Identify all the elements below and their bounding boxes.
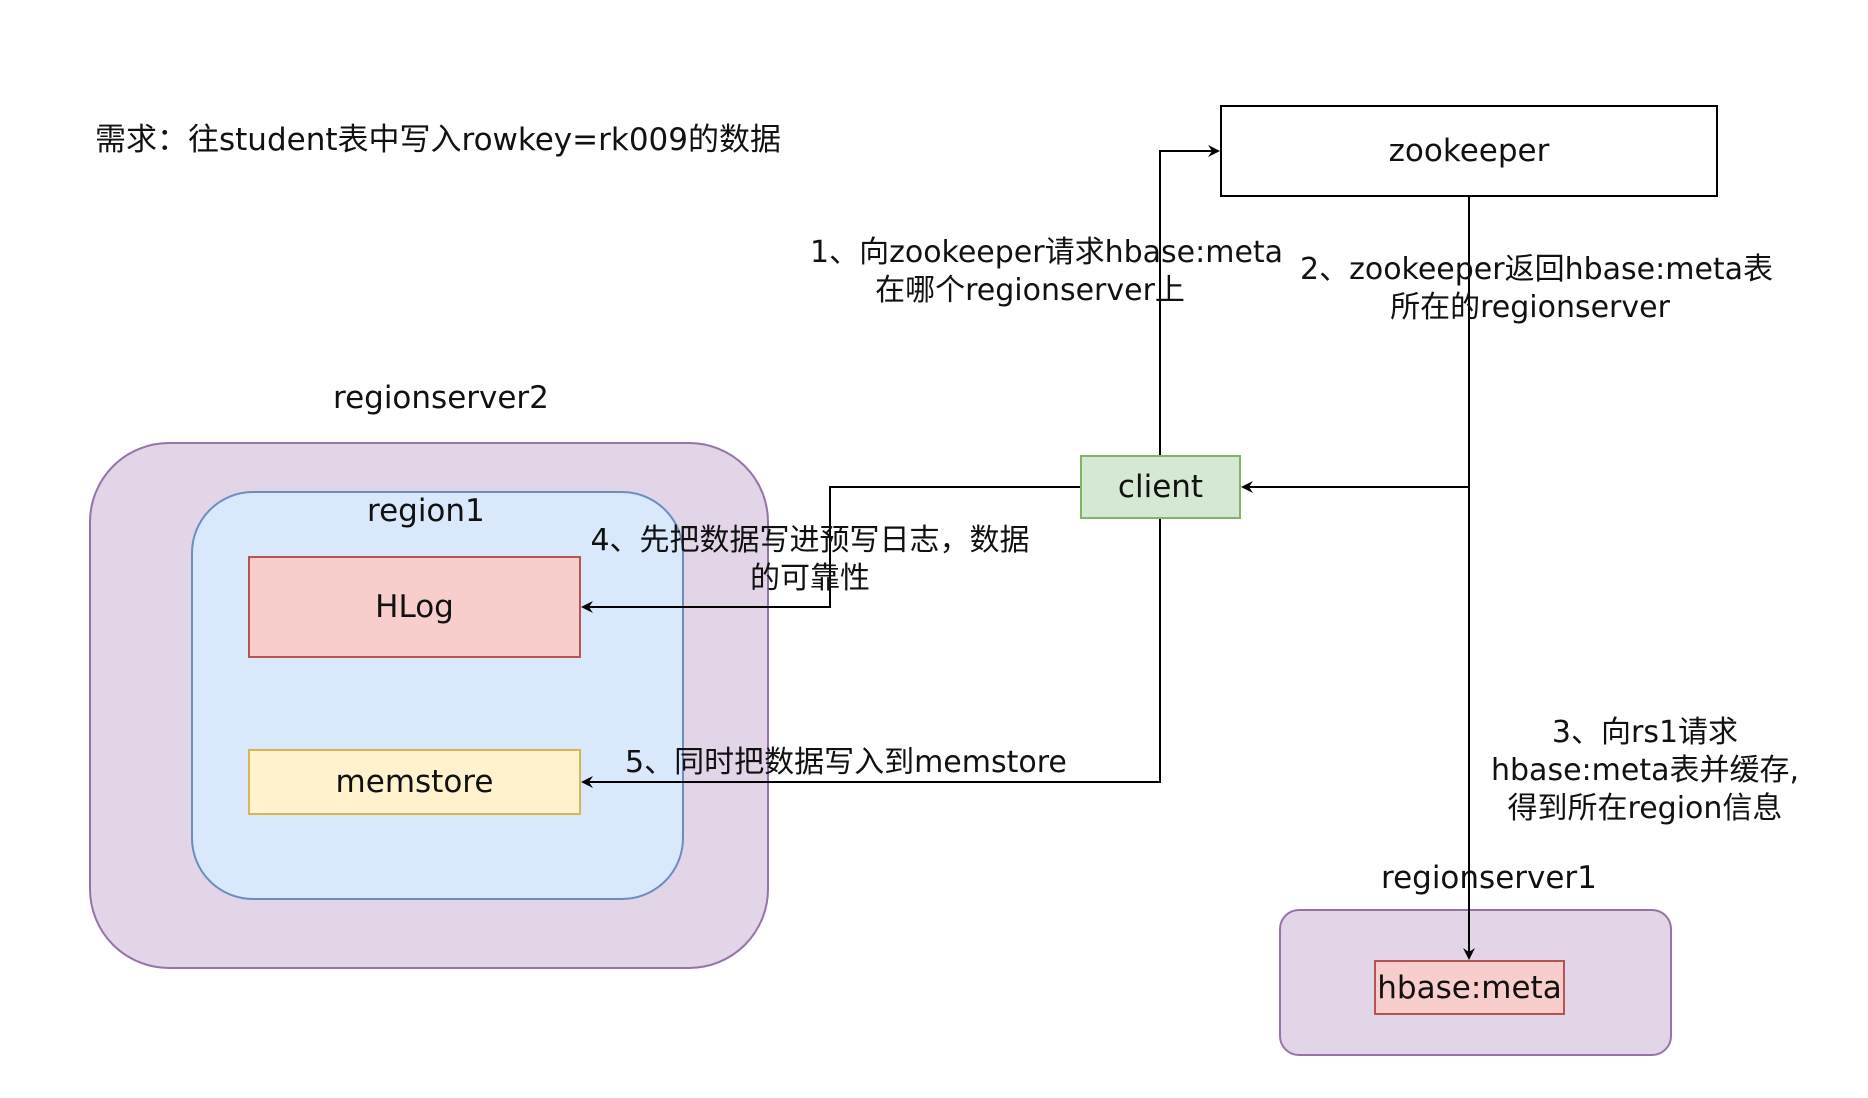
step4-line1: 4、先把数据写进预写日志，数据 bbox=[590, 523, 1030, 558]
zookeeper-box[interactable]: zookeeper bbox=[1220, 105, 1718, 197]
regionserver1-label: regionserver1 bbox=[1381, 860, 1597, 896]
step3-label: 3、向rs1请求 hbase:meta表并缓存, 得到所在region信息 bbox=[1480, 714, 1810, 828]
requirement-text: 需求：往student表中写入rowkey=rk009的数据 bbox=[95, 122, 781, 158]
step2-line1: 2、zookeeper返回hbase:meta表 bbox=[1300, 252, 1774, 287]
client-box[interactable]: client bbox=[1080, 455, 1241, 519]
step1-line1: 1、向zookeeper请求hbase:meta bbox=[810, 235, 1284, 270]
hlog-box[interactable]: HLog bbox=[248, 556, 581, 658]
step1-label: 1、向zookeeper请求hbase:meta 在哪个regionserver… bbox=[810, 234, 1284, 310]
step4-line2: 的可靠性 bbox=[750, 561, 870, 596]
memstore-box[interactable]: memstore bbox=[248, 749, 581, 815]
step3-line1: 3、向rs1请求 bbox=[1551, 715, 1739, 750]
step3-line3: 得到所在region信息 bbox=[1507, 791, 1783, 826]
step5-label: 5、同时把数据写入到memstore bbox=[625, 744, 1067, 782]
region1-label: region1 bbox=[367, 493, 485, 529]
regionserver2-label: regionserver2 bbox=[333, 380, 549, 416]
step4-label: 4、先把数据写进预写日志，数据 的可靠性 bbox=[570, 522, 1050, 598]
step3-line2: hbase:meta表并缓存, bbox=[1491, 753, 1799, 788]
step2-label: 2、zookeeper返回hbase:meta表 所在的regionserver bbox=[1300, 251, 1774, 327]
hbase-meta-box[interactable]: hbase:meta bbox=[1374, 960, 1565, 1015]
step5-line1: 5、同时把数据写入到memstore bbox=[625, 745, 1067, 780]
step2-line2: 所在的regionserver bbox=[1390, 290, 1670, 325]
step1-line2: 在哪个regionserver上 bbox=[875, 273, 1185, 308]
